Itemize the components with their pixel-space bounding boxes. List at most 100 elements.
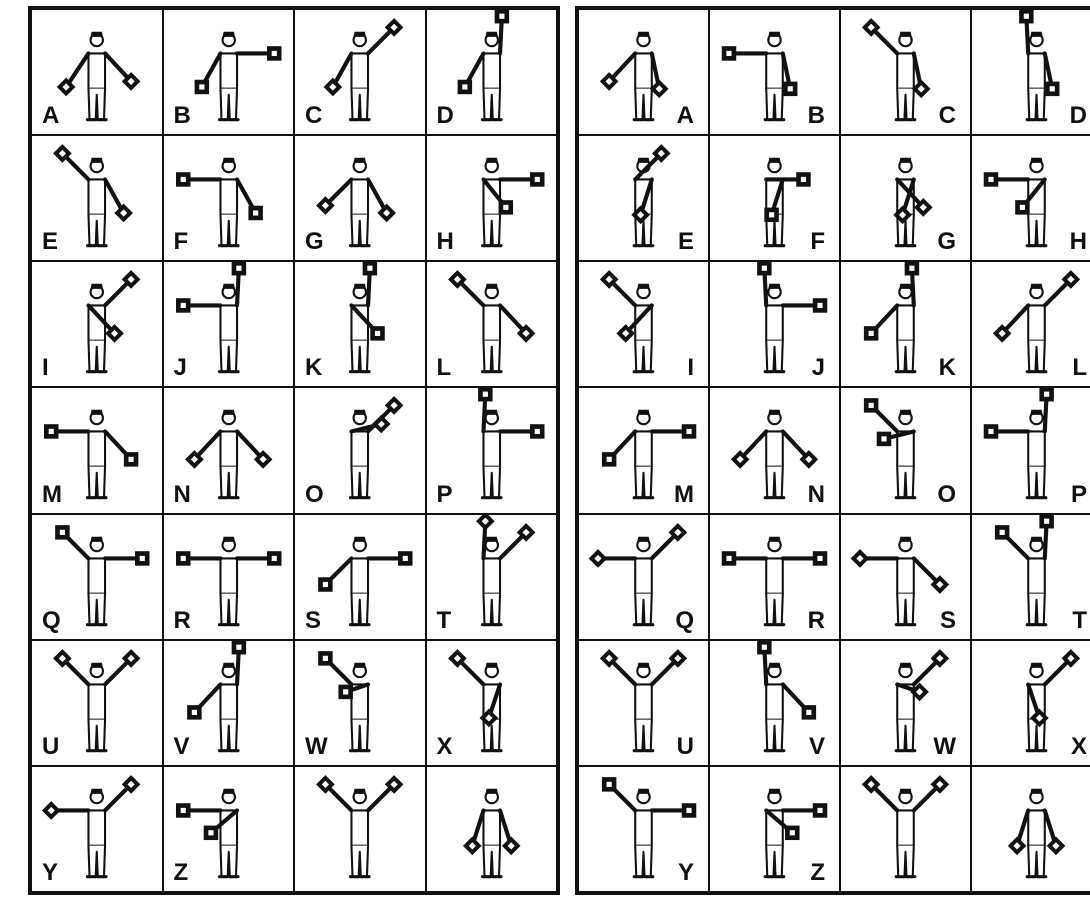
torso: [220, 432, 237, 467]
semaphore-cell-blank: [971, 766, 1090, 892]
right-flag: [248, 206, 262, 220]
letter-label: L: [1072, 356, 1087, 380]
letter-label: J: [174, 356, 187, 380]
legs: [766, 593, 783, 624]
letter-label: R: [174, 609, 191, 633]
cap: [91, 32, 103, 37]
left-flag: [722, 46, 736, 60]
semaphore-cell-t: T: [426, 514, 558, 640]
semaphore-cell-w: W: [294, 640, 426, 766]
letter-label: B: [808, 104, 825, 128]
semaphore-cell-f: F: [163, 135, 295, 261]
letter-label: O: [937, 483, 956, 507]
semaphore-cell-blank: [294, 766, 426, 892]
letter-label: Z: [810, 861, 825, 885]
left-flag: [462, 836, 481, 855]
semaphore-cell-s: S: [840, 514, 971, 640]
torso: [1028, 306, 1045, 341]
signaller-figure: [1027, 32, 1046, 120]
letter-label: D: [437, 104, 454, 128]
signaller-figure: [219, 410, 238, 498]
signaller-figure: [634, 662, 653, 750]
left-flag: [175, 172, 189, 186]
letter-label: J: [812, 356, 825, 380]
right-flag: [398, 551, 412, 565]
signaller-figure: [1027, 789, 1046, 877]
right-flag: [124, 453, 138, 467]
right-flag: [877, 432, 891, 446]
signaller-figure: [896, 536, 915, 624]
semaphore-cell-b: B: [709, 9, 840, 135]
torso: [88, 53, 105, 88]
semaphore-cell-m: M: [578, 387, 709, 513]
semaphore-cell-u: U: [31, 640, 163, 766]
legs: [220, 341, 237, 372]
legs: [766, 467, 783, 498]
signaller-figure: [350, 662, 369, 750]
signaller-figure: [482, 789, 501, 877]
right-flag: [905, 262, 919, 275]
torso: [635, 432, 652, 467]
semaphore-cell-p: P: [971, 387, 1090, 513]
left-flag: [318, 577, 332, 591]
torso: [88, 432, 105, 467]
signaller-figure: [634, 410, 653, 498]
right-flag: [530, 172, 544, 186]
signaller-figure: [219, 158, 238, 246]
letter-label: X: [437, 735, 453, 759]
right-flag: [135, 551, 149, 565]
legs: [1028, 89, 1045, 120]
signaller-figure: [350, 32, 369, 120]
cap: [222, 789, 234, 794]
cap: [485, 789, 497, 794]
signaller-figure: [482, 32, 501, 120]
cap: [637, 32, 649, 37]
letter-label: T: [1072, 609, 1087, 633]
semaphore-cell-q: Q: [31, 514, 163, 640]
letter-label: P: [437, 483, 453, 507]
torso: [897, 810, 914, 845]
letter-label: Y: [678, 861, 694, 885]
right-flag: [377, 204, 396, 223]
torso: [220, 53, 237, 88]
semaphore-cell-x: X: [426, 640, 558, 766]
cap: [1030, 536, 1042, 541]
legs: [483, 467, 500, 498]
left-flag: [722, 551, 736, 565]
letter-label: W: [305, 735, 328, 759]
right-flag: [1047, 836, 1066, 855]
signaller-figure: [1027, 284, 1046, 372]
legs: [766, 845, 783, 876]
signaller-figure: [765, 536, 784, 624]
legs: [88, 215, 105, 246]
letter-label: M: [674, 483, 694, 507]
torso: [1028, 558, 1045, 593]
signaller-figure: [634, 284, 653, 372]
letter-label: E: [678, 230, 694, 254]
signaller-figure: [219, 789, 238, 877]
left-flag: [864, 326, 878, 340]
torso: [766, 432, 783, 467]
signaller-figure: [896, 789, 915, 877]
right-flag: [764, 208, 778, 222]
legs: [483, 89, 500, 120]
legs: [88, 341, 105, 372]
torso: [635, 810, 652, 845]
torso: [766, 306, 783, 341]
semaphore-cell-l: L: [426, 261, 558, 387]
cap: [768, 789, 780, 794]
left-flag: [796, 172, 810, 186]
right-flag: [363, 262, 377, 275]
legs: [483, 845, 500, 876]
cap: [91, 284, 103, 289]
semaphore-cell-j: J: [709, 261, 840, 387]
cap: [768, 284, 780, 289]
letter-label: N: [174, 483, 191, 507]
cap: [222, 158, 234, 163]
legs: [897, 593, 914, 624]
cap: [899, 32, 911, 37]
signaller-figure: [219, 662, 238, 750]
signaller-figure: [765, 662, 784, 750]
letter-label: M: [42, 483, 62, 507]
legs: [351, 467, 368, 498]
